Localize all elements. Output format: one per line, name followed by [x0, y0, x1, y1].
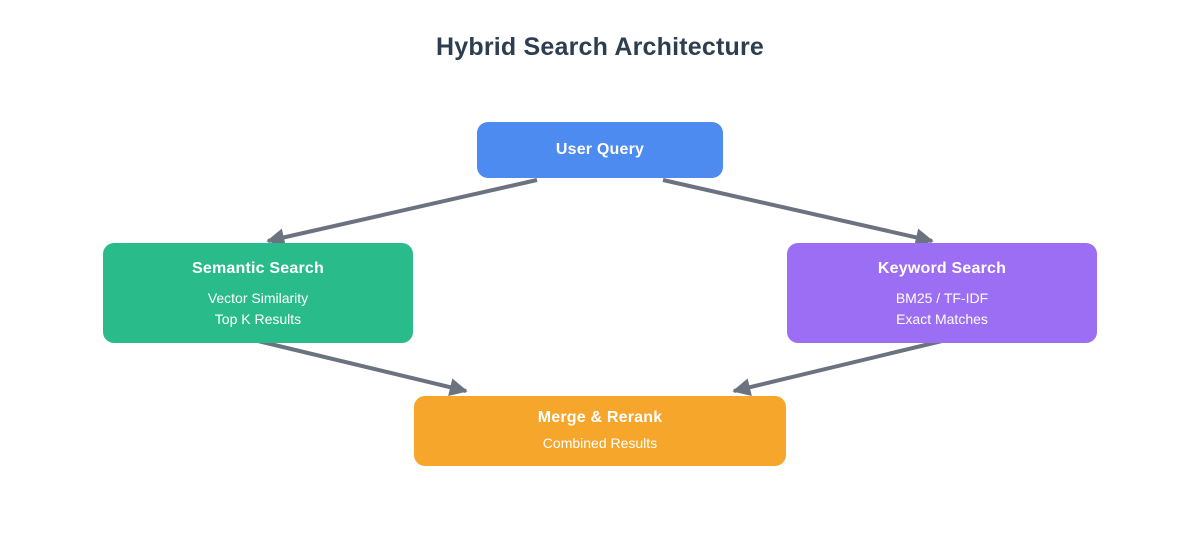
- node-user-query: User Query: [477, 122, 723, 178]
- diagram-title: Hybrid Search Architecture: [436, 33, 764, 61]
- node-merge-rerank-subtitle-line1: Combined Results: [542, 434, 658, 451]
- node-semantic-search-subtitle-line2: Top K Results: [214, 311, 302, 327]
- node-keyword-search: Keyword Search BM25 / TF-IDF Exact Match…: [787, 243, 1097, 343]
- edge-userquery-to-semantic: [266, 178, 538, 247]
- node-keyword-search-title: Keyword Search: [877, 260, 1007, 277]
- node-semantic-search: Semantic Search Vector Similarity Top K …: [103, 243, 413, 343]
- node-keyword-search-subtitle-line2: Exact Matches: [896, 311, 988, 327]
- node-keyword-search-subtitle-line1: BM25 / TF-IDF: [895, 290, 989, 306]
- node-merge-rerank: Merge & Rerank Combined Results: [414, 396, 786, 466]
- node-merge-rerank-subtitle: Combined Results: [543, 433, 657, 454]
- node-merge-rerank-title: Merge & Rerank: [537, 408, 663, 426]
- node-keyword-search-subtitle: BM25 / TF-IDF Exact Matches: [896, 288, 988, 330]
- node-user-query-title: User Query: [555, 141, 645, 158]
- edge-userquery-to-keyword: [662, 178, 934, 247]
- node-semantic-search-subtitle-line1: Vector Similarity: [207, 290, 309, 306]
- node-semantic-search-subtitle: Vector Similarity Top K Results: [208, 288, 308, 330]
- edge-keyword-to-merge: [732, 339, 943, 396]
- edge-semantic-to-merge: [257, 339, 468, 396]
- node-semantic-search-title: Semantic Search: [192, 260, 324, 277]
